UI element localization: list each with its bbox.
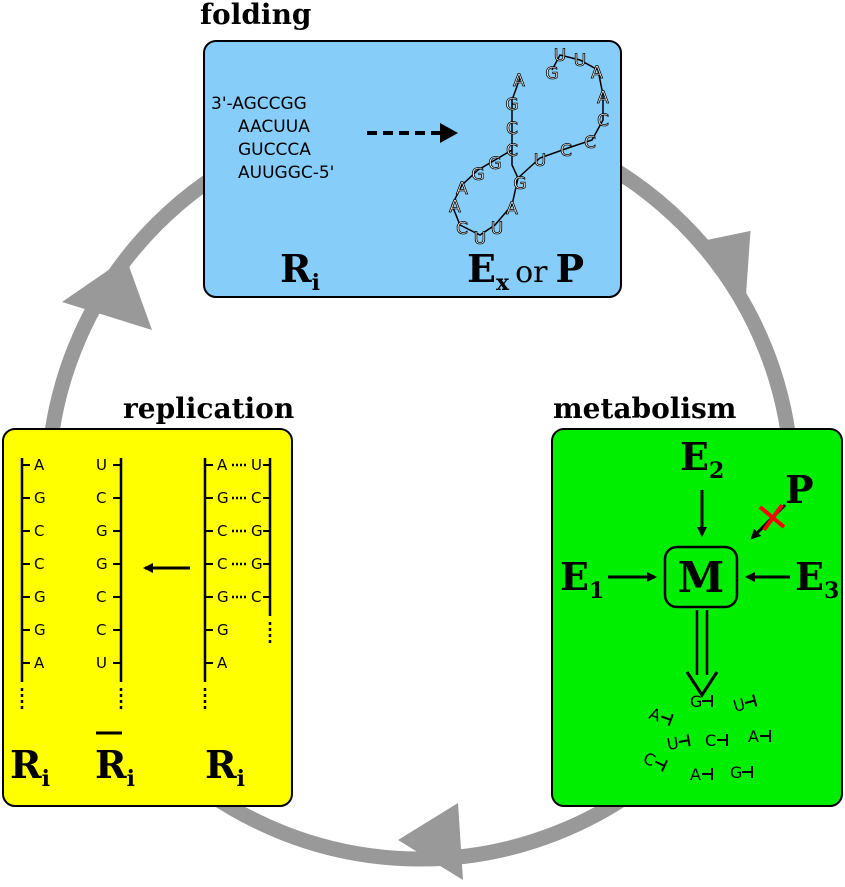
enzyme-e1-label: E1 xyxy=(560,554,604,604)
right-strand-nucleotide: C xyxy=(217,555,227,573)
right-strand-nucleotide: G xyxy=(217,621,229,639)
cycle-arrowhead-bottom xyxy=(398,803,463,880)
structure-nucleotide: U xyxy=(574,51,586,71)
product-monomer: G xyxy=(690,692,713,711)
structure-nucleotide: A xyxy=(513,71,525,91)
metabolism-title: metabolism xyxy=(553,392,736,425)
template-nucleotide: A xyxy=(34,456,45,474)
template-nucleotide: G xyxy=(34,489,46,507)
right-strand-nucleotide: G xyxy=(217,489,229,507)
structure-nucleotide: C xyxy=(456,219,468,239)
metabolite-box xyxy=(663,545,739,609)
product-monomer-letter: U xyxy=(731,694,747,715)
replication-r-right: Ri xyxy=(205,742,245,792)
product-monomer-letter: G xyxy=(730,763,742,782)
replication-title: replication xyxy=(123,392,294,425)
partner-nucleotide: U xyxy=(251,456,262,474)
template-nucleotide: C xyxy=(34,522,44,540)
structure-nucleotide: U xyxy=(491,219,503,239)
folding-title: folding xyxy=(200,0,312,31)
structure-nucleotide: A xyxy=(506,199,518,219)
structure-nucleotide: A xyxy=(597,88,609,108)
complement-nucleotide: U xyxy=(96,456,107,474)
complement-nucleotide: C xyxy=(96,621,106,639)
complement-nucleotide: C xyxy=(96,588,106,606)
replication-rbar-label: Ri xyxy=(95,731,135,792)
structure-nucleotide: A xyxy=(456,179,468,199)
structure-nucleotide: A xyxy=(591,63,603,83)
folding-r-label: Ri xyxy=(280,246,320,296)
template-nucleotide: A xyxy=(34,654,45,672)
structure-nucleotide: G xyxy=(513,174,526,194)
structure-nucleotide: C xyxy=(584,133,596,153)
parasite-p-label: P xyxy=(785,467,814,512)
partner-nucleotide: C xyxy=(251,489,261,507)
cycle-arrowhead-right xyxy=(692,230,751,299)
structure-nucleotide: C xyxy=(560,141,572,161)
svg-text:Ri: Ri xyxy=(95,742,135,792)
product-monomer-letter: A xyxy=(690,765,701,784)
product-monomer: U xyxy=(731,694,758,716)
metabolite-label: M xyxy=(678,553,725,602)
sequence-line-4: AUUGGC-5' xyxy=(238,163,334,183)
right-strand-nucleotide: G xyxy=(217,588,229,606)
enzyme-e2-label: E2 xyxy=(680,434,724,484)
replication-r-left: Ri xyxy=(10,742,50,792)
product-monomer-letter: C xyxy=(705,731,716,750)
partner-nucleotide: C xyxy=(251,588,261,606)
sequence-line-3: GUCCCA xyxy=(238,140,311,160)
structure-nucleotide: G xyxy=(545,64,558,84)
complement-nucleotide: G xyxy=(96,555,108,573)
structure-nucleotide: G xyxy=(471,165,484,185)
right-strand-nucleotide: A xyxy=(217,456,228,474)
structure-nucleotide: C xyxy=(506,141,518,161)
enzyme-e3-label: E3 xyxy=(795,554,839,604)
inhibition-cross xyxy=(758,503,786,532)
template-nucleotide: G xyxy=(34,588,46,606)
sequence-line-1: 3'-AGCCGG xyxy=(211,94,307,114)
cycle-arrowhead-left xyxy=(62,258,152,330)
product-monomer-letter: A xyxy=(748,727,759,746)
template-nucleotide: G xyxy=(34,621,46,639)
product-monomer: C xyxy=(705,731,728,750)
structure-nucleotide: U xyxy=(534,151,546,171)
product-monomer: A xyxy=(748,727,771,746)
structure-nucleotide: C xyxy=(506,119,518,139)
structure-nucleotide: C xyxy=(597,111,609,131)
structure-nucleotide: U xyxy=(474,229,486,249)
sequence-line-2: AACUUA xyxy=(238,117,310,137)
right-strand-nucleotide: C xyxy=(217,522,227,540)
product-monomer: A xyxy=(690,765,713,784)
product-monomer: U xyxy=(665,733,691,754)
structure-nucleotide: U xyxy=(554,46,566,66)
structure-nucleotide: G xyxy=(488,154,501,174)
folding-panel: folding 3'-AGCCGG AACUUA GUCCCA AUUGGC-5… xyxy=(200,0,622,298)
complement-nucleotide: G xyxy=(96,522,108,540)
partner-nucleotide: G xyxy=(251,555,263,573)
partner-nucleotide: G xyxy=(251,522,263,540)
structure-nucleotide: A xyxy=(449,197,461,217)
complement-nucleotide: U xyxy=(96,654,107,672)
product-monomer-letter: U xyxy=(665,733,680,754)
template-nucleotide: C xyxy=(34,555,44,573)
product-monomer: G xyxy=(730,763,753,782)
structure-nucleotide: G xyxy=(505,95,518,115)
complement-nucleotide: C xyxy=(96,489,106,507)
product-monomer-letter: G xyxy=(690,692,702,711)
right-strand-nucleotide: A xyxy=(217,654,228,672)
